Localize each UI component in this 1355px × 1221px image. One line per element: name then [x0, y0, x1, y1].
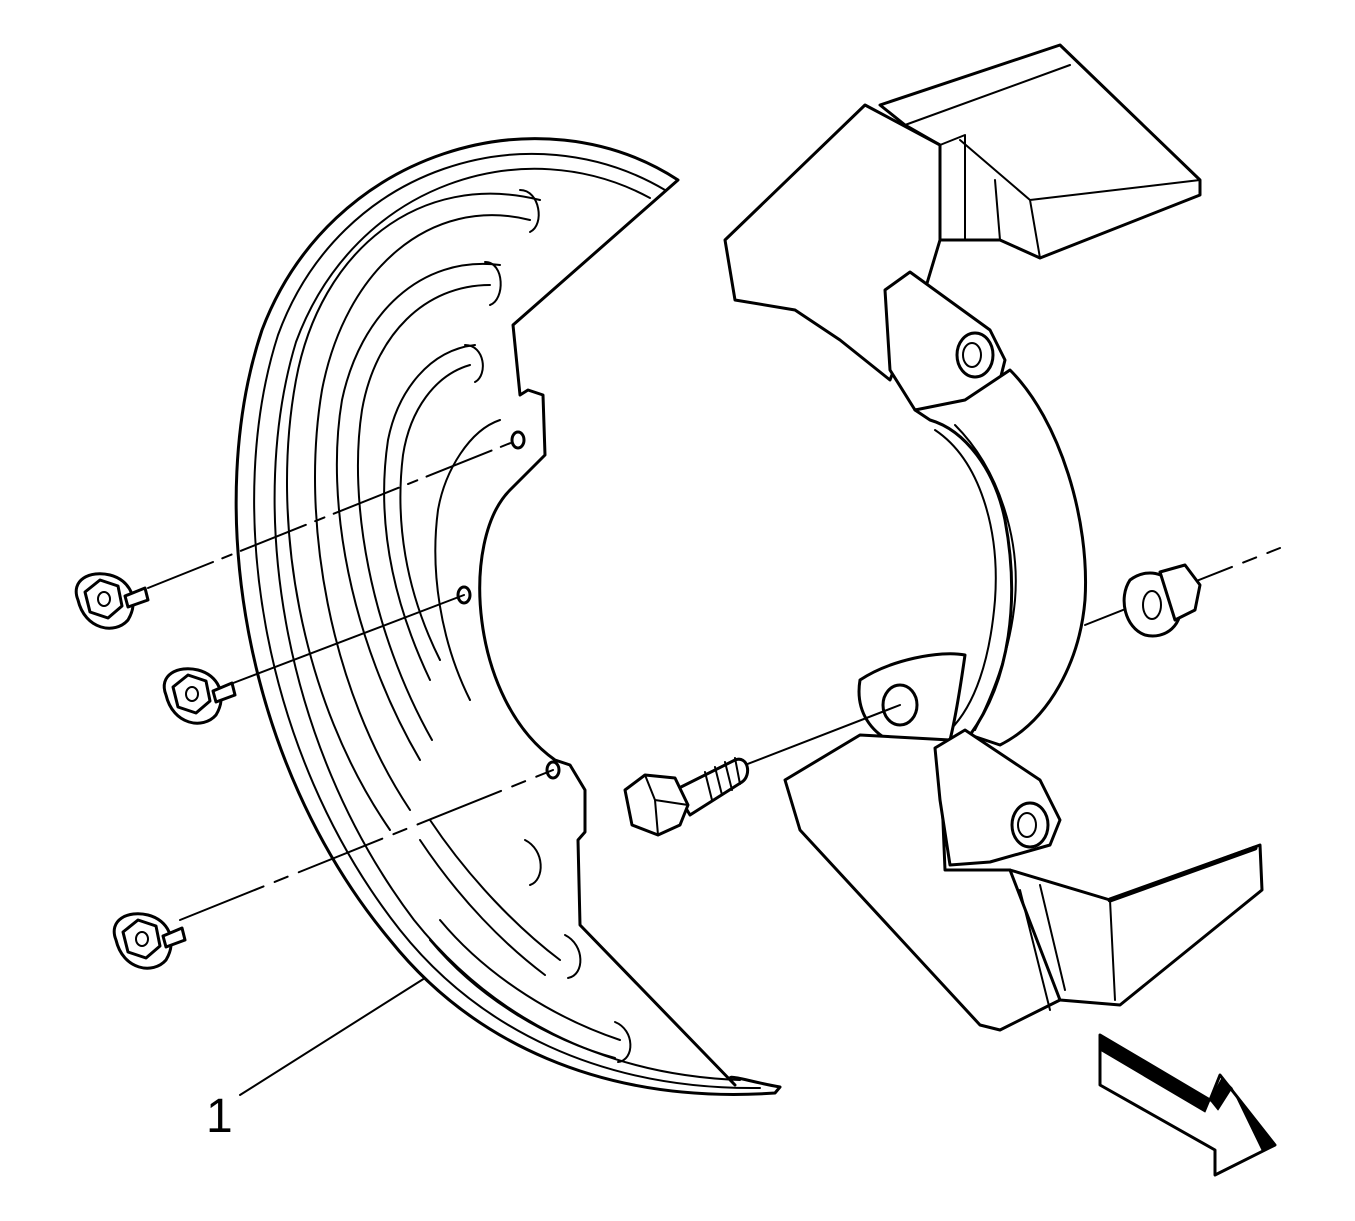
splash-shield-slot [484, 261, 502, 306]
callout-1: 1 [206, 977, 426, 1143]
bolt-shank [123, 586, 150, 609]
splash-shield-rib [356, 284, 491, 741]
bracket-lower-boss-block [933, 728, 1062, 867]
caliper-bracket [723, 43, 1264, 1032]
alignment-line-middle-bolt [227, 594, 465, 686]
bracket-lower-jaw-edge [1107, 845, 1258, 903]
splash-shield-rib [429, 939, 616, 1059]
bolt-hex-center [135, 931, 149, 947]
splash-shield-slot [519, 189, 540, 233]
bolt-shank [161, 926, 187, 949]
nut-bore [1142, 590, 1162, 620]
splash-shield-rib [399, 364, 471, 661]
bracket-upper-bolt-hole [955, 331, 995, 379]
splash-shield-slot [564, 934, 582, 979]
bracket-upper-bolt-hole-inner [962, 342, 982, 368]
splash-shield-rib [439, 919, 621, 1041]
splash-shield-slot [614, 1021, 632, 1063]
front-direction-arrow-icon [1098, 1033, 1277, 1177]
bolt-hex-head [121, 918, 162, 960]
bracket-lower-bolt-hole-2-inner [1017, 812, 1037, 838]
callout-1-leader [239, 977, 426, 1096]
bracket-bridge-edge [934, 424, 1017, 731]
splash-shield-rib [383, 344, 476, 681]
splash-shield [234, 137, 782, 1096]
caliper-bracket-bolt [623, 757, 750, 837]
splash-shield-slot [464, 344, 484, 383]
bracket-lower-jaw-face [1019, 884, 1116, 1011]
splash-shield-bolt-hole [545, 760, 561, 780]
bolt-hex-center [185, 686, 199, 702]
bolt-shank [211, 681, 237, 704]
caliper-bolt-threads [704, 757, 741, 801]
splash-shield-rib [314, 214, 531, 811]
bolt-hex-head [83, 578, 124, 620]
shield-bolt-top [74, 572, 150, 630]
splash-shield-outline [234, 137, 782, 1096]
bracket-upper-jaw-face [904, 64, 1201, 259]
splash-shield-rim-inner [273, 167, 741, 1081]
splash-shield-slot [524, 839, 542, 886]
splash-shield-bolt-hole [456, 585, 472, 605]
caliper-nut [1122, 563, 1202, 638]
callout-1-label: 1 [206, 1090, 233, 1143]
front-direction-arrow-shadow [1099, 1034, 1276, 1151]
shield-bolt-middle [162, 667, 237, 725]
splash-shield-bolt-hole [510, 430, 526, 450]
splash-shield-rim [253, 152, 761, 1090]
bracket-bridge [913, 368, 1088, 747]
shield-bolt-bottom [112, 912, 187, 970]
splash-shield-rib [429, 819, 561, 961]
caliper-bolt-hex-head [623, 773, 690, 837]
alignment-line-bottom-bolt [179, 769, 554, 921]
alignment-line-caliper-bolt [744, 704, 901, 766]
bolt-hex-center [97, 591, 111, 607]
splash-shield-rib [285, 192, 541, 831]
alignment-line-top-bolt [147, 439, 519, 589]
splash-shield-rib [335, 262, 501, 761]
splash-shield-rib [434, 419, 501, 701]
caliper-bolt-hex-edge [644, 774, 689, 836]
bolt-hex-head [171, 673, 212, 715]
bracket-lower-bolt-hole-2 [1010, 801, 1050, 849]
splash-shield-rib [419, 839, 546, 976]
nut-hex [1158, 563, 1202, 622]
